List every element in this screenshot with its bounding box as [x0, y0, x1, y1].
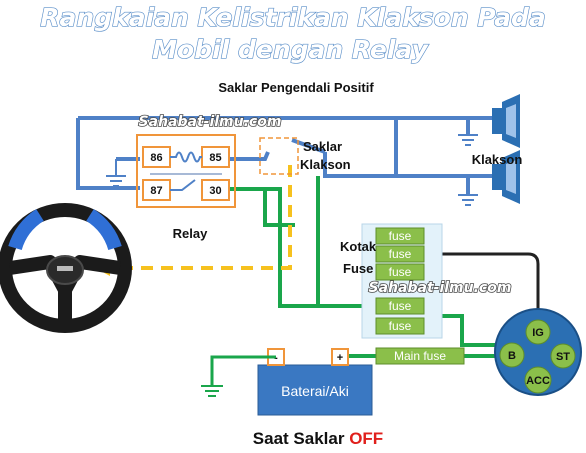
ignition-acc-label: ACC — [526, 375, 550, 387]
footer-prefix: Saat Saklar — [253, 429, 349, 448]
fuse-1 — [375, 227, 425, 245]
footer-caption: Saat Saklar OFF — [253, 429, 383, 448]
horn-lower-feed-wire — [394, 118, 492, 178]
ignition-ig-terminal — [525, 319, 551, 345]
fuse-list: fuse fuse fuse fuse fuse — [375, 227, 425, 335]
fuse-5 — [375, 317, 425, 335]
footer-state: OFF — [349, 429, 383, 448]
title-line-2: Mobil dengan Relay — [152, 35, 429, 64]
ignition-b-terminal — [499, 342, 525, 368]
relay-30-wire — [228, 187, 295, 227]
relay-pin-86-label: 86 — [150, 152, 162, 164]
horn-label: Klakson — [472, 152, 523, 167]
fuse-box-label-1: Kotak — [340, 239, 377, 254]
battery-plus-label: + — [337, 352, 343, 364]
title-line-1: Rangkaian Kelistrikan Klakson Pada — [40, 3, 545, 32]
relay-pin-87-label: 87 — [150, 185, 162, 197]
ignition-st-label: ST — [556, 351, 570, 363]
fuse-2-label: fuse — [389, 247, 412, 261]
fuse-2 — [375, 245, 425, 263]
ignition-acc-terminal — [524, 366, 552, 394]
battery-positive-terminal — [331, 348, 349, 366]
horn-icon-lower — [492, 150, 520, 204]
fuse-4-label: fuse — [389, 299, 412, 313]
horn-switch-label-1: Saklar — [303, 139, 342, 154]
relay: 86 85 87 30 — [136, 134, 236, 208]
ground-icon-horn-2 — [458, 194, 478, 206]
ground-icon-horn-1 — [458, 134, 478, 146]
battery-label: Baterai/Aki — [281, 383, 349, 399]
horn-icon — [492, 94, 520, 148]
battery — [257, 364, 373, 416]
ignition-ig-label: IG — [532, 327, 544, 339]
main-fuse — [375, 347, 465, 365]
fuse-box-label-2: Fuse — [343, 261, 373, 276]
ground-icon-battery — [210, 355, 276, 386]
horn-switch-label-2: Klakson — [300, 157, 351, 172]
relay-87-wire — [76, 118, 140, 190]
horn-switch-box — [259, 137, 299, 175]
relay-85-switch-wire — [228, 151, 270, 161]
main-fuse-label: Main fuse — [394, 349, 446, 363]
relay-label: Relay — [173, 226, 208, 241]
relay-pin-85-label: 85 — [209, 152, 221, 164]
fuse-1-label: fuse — [389, 229, 412, 243]
ground-icon — [106, 159, 126, 187]
watermark-top: Sahabat-ilmu.com — [139, 114, 282, 130]
fuse-3 — [375, 263, 425, 281]
switch-return-wire — [323, 152, 396, 178]
relay-pin-30-label: 30 — [209, 185, 221, 197]
ground-symbol-battery — [201, 385, 223, 397]
relay-housing — [136, 134, 236, 208]
fuse-to-ig-wire — [430, 252, 540, 320]
fuse-3-label: fuse — [389, 265, 412, 279]
battery-minus-label: - — [274, 352, 278, 364]
dashed-link — [95, 165, 292, 270]
relay-30-to-fuse-wire — [265, 187, 365, 308]
subtitle: Saklar Pengendali Positif — [218, 80, 374, 95]
blue-wires — [76, 116, 505, 195]
ignition-st-terminal — [550, 343, 576, 369]
ignition-b-label: B — [508, 350, 516, 362]
steering-wheel-icon — [0, 203, 132, 333]
fuse-to-ignition-wire — [432, 314, 498, 347]
relay-contact-icon — [170, 179, 196, 191]
coil-icon — [170, 151, 202, 163]
ignition-switch: IG B ST ACC — [494, 308, 582, 396]
relay-pin-30 — [201, 179, 230, 201]
watermark-bottom: Sahabat-ilmu.com — [369, 280, 512, 296]
fuse-5-label: fuse — [389, 319, 412, 333]
fuse-4 — [375, 297, 425, 315]
